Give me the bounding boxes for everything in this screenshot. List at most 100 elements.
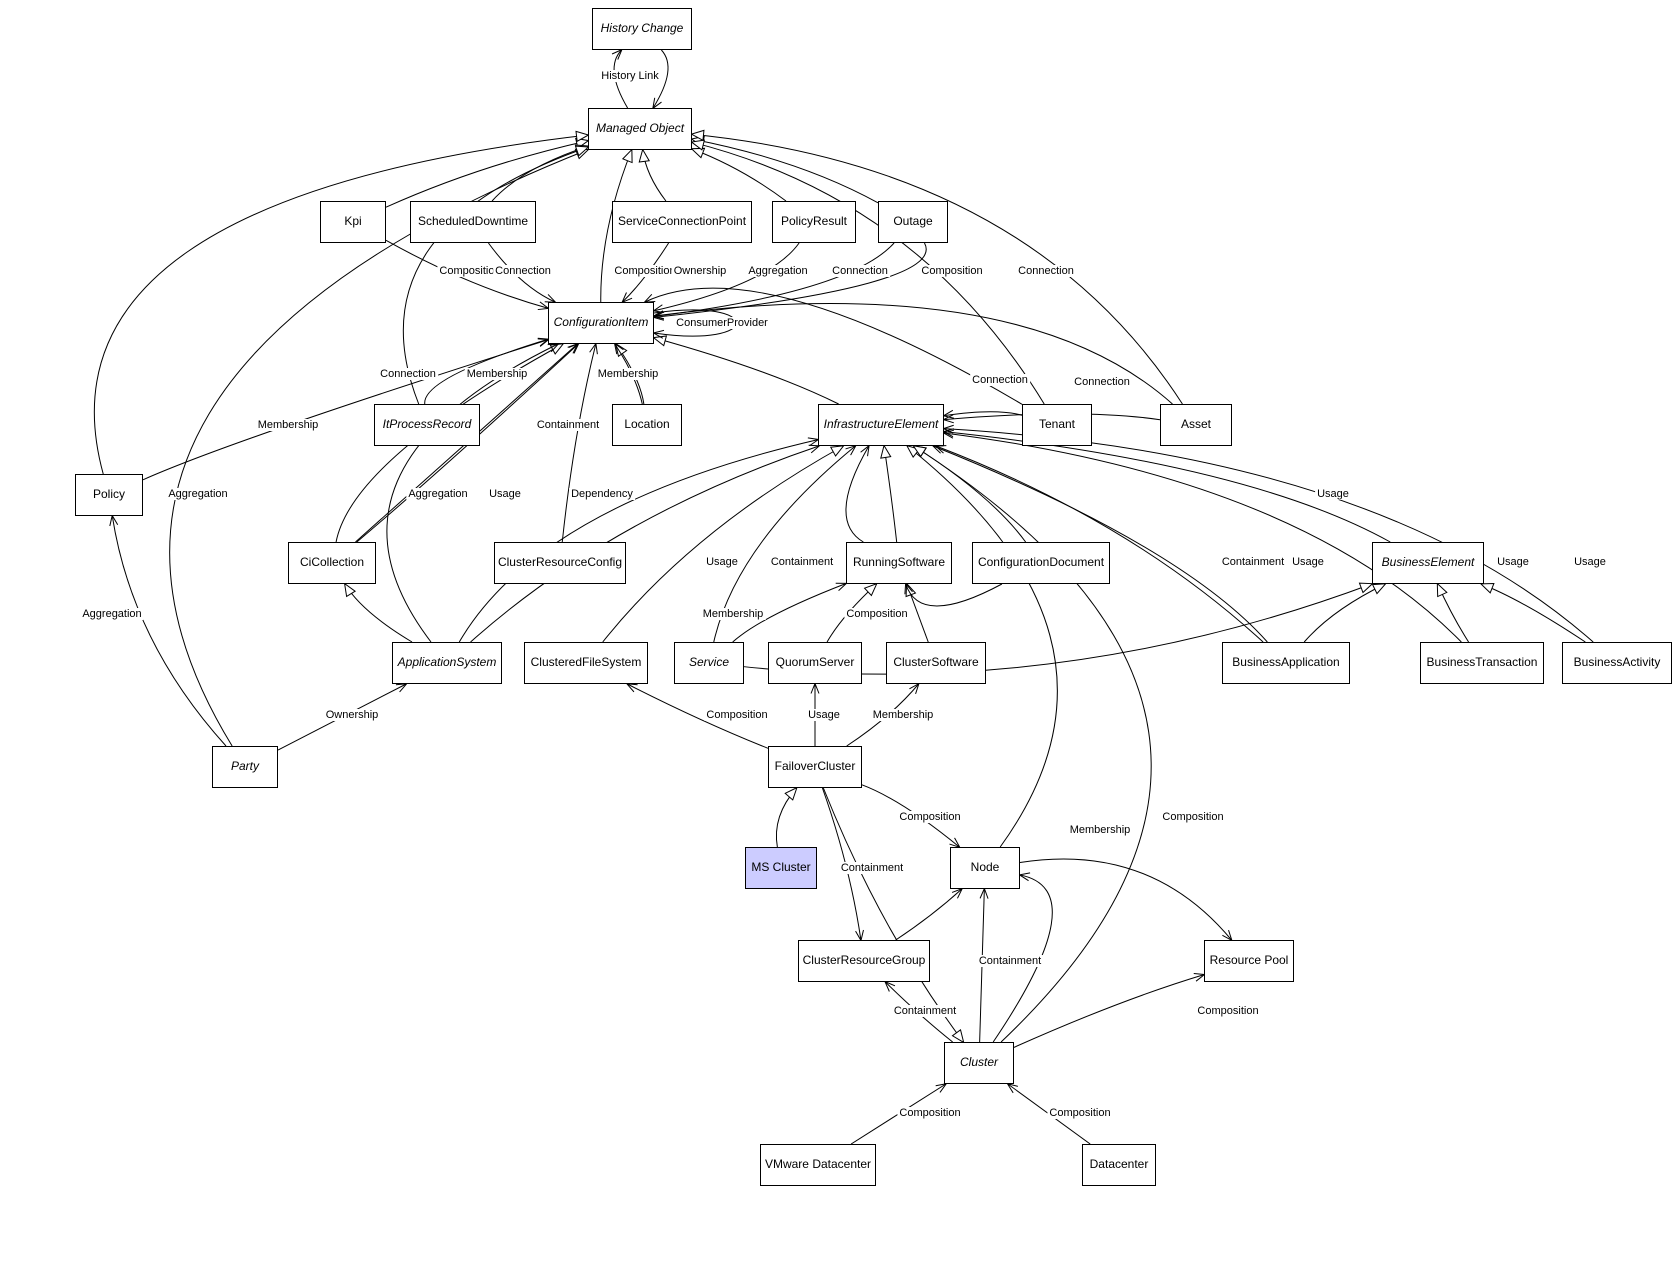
edge-business_application-infrastructure_element-usage [933,446,1268,643]
edge-label-connection: Connection [493,265,553,277]
node-application-system[interactable]: ApplicationSystem [392,642,502,684]
node-running-software[interactable]: RunningSoftware [846,542,952,584]
edge-label-containment: Containment [1219,556,1287,568]
edge-label-composition: Composition [437,265,503,277]
node-cluster[interactable]: Cluster [944,1042,1014,1084]
edge-failover_cluster-node-composition [861,784,959,847]
edge-label-usage: Usage [487,488,523,500]
edge-label-consumerprovider: ConsumerProvider [674,317,770,329]
node-cluster-resource-config[interactable]: ClusterResourceConfig [494,542,626,584]
edge-configuration_document-infrastructure_element [914,446,1027,543]
edge-label-connection: Connection [1072,376,1132,388]
node-cluster-resource-group[interactable]: ClusterResourceGroup [798,940,930,982]
node-vmware-datacenter[interactable]: VMware Datacenter [760,1144,876,1186]
edge-label-usage: Usage [1572,556,1608,568]
edge-label-connection: Connection [970,374,1030,386]
edge-asset-configuration_item-connection [654,303,1173,405]
node-datacenter[interactable]: Datacenter [1082,1144,1156,1186]
edge-asset-managed_object [692,134,1183,405]
edge-clustered_file_system-infrastructure_element [602,446,843,643]
edge-label-connection: Connection [378,368,438,380]
node-quorum-server[interactable]: QuorumServer [768,642,862,684]
node-service[interactable]: Service [674,642,744,684]
edge-label-containment: Containment [534,419,602,431]
node-business-transaction[interactable]: BusinessTransaction [1420,642,1544,684]
edge-service-running_software-membership [732,584,846,643]
node-history-change[interactable]: History Change [592,8,692,50]
edge-label-membership: Membership [1067,824,1133,836]
edge-policy-configuration_item-aggregation [142,340,548,481]
edge-failover_cluster-cluster [822,787,963,1042]
edge-label-usage: Usage [1290,556,1326,568]
edge-label-containment: Containment [838,862,906,874]
edge-outage-managed_object [692,139,879,204]
edge-failover_cluster-clustered_file_system-composition [627,684,769,749]
node-business-activity[interactable]: BusinessActivity [1562,642,1672,684]
node-failover-cluster[interactable]: FailoverCluster [768,746,862,788]
edge-label-aggregation: Aggregation [406,488,470,500]
edge-kpi-managed_object [385,141,588,208]
edge-label-membership: Membership [464,368,530,380]
node-configuration-item[interactable]: ConfigurationItem [548,302,654,344]
edge-scheduled_downtime-managed_object [491,146,588,202]
edge-label-ownership: Ownership [671,265,729,277]
node-asset[interactable]: Asset [1160,404,1232,446]
edge-running_software-infrastructure_element [884,446,898,543]
edge-label-composition: Composition [919,265,985,277]
node-ms-cluster[interactable]: MS Cluster [745,847,817,889]
node-configuration-document[interactable]: ConfigurationDocument [972,542,1110,584]
node-ci-collection[interactable]: CiCollection [288,542,376,584]
edge-outage-configuration_item-composition [654,242,927,317]
node-tenant[interactable]: Tenant [1022,404,1092,446]
node-kpi[interactable]: Kpi [320,201,386,243]
edge-label-composition: Composition [1047,1107,1113,1119]
edge-label-composition: Composition [897,1107,963,1119]
edge-cluster-resource_pool-composition [1013,975,1204,1048]
edge-label-connection: Connection [1016,265,1076,277]
edge-ci_collection-configuration_item-aggregation [356,344,578,543]
edge-label-usage: Usage [806,709,842,721]
node-business-application[interactable]: BusinessApplication [1222,642,1350,684]
node-location[interactable]: Location [612,404,682,446]
edge-business_application-business_element [1303,584,1385,643]
edge-cluster-node-membership [992,875,1053,1043]
edge-label-usage: Usage [1315,488,1351,500]
edge-business_activity-business_element [1481,584,1586,643]
node-managed-object[interactable]: Managed Object [588,108,692,150]
node-it-process-record[interactable]: ItProcessRecord [374,404,480,446]
edge-policy_result-configuration_item-aggregation [654,242,800,311]
edge-business_element-infrastructure_element-usage [944,432,1391,543]
edge-infrastructure_element-configuration_item [654,338,839,405]
node-policy[interactable]: Policy [75,474,143,516]
edge-label-membership: Membership [870,709,936,721]
edge-running_software-infrastructure_element-containment [845,446,869,543]
edge-party-policy-aggregation [112,516,227,747]
edge-label-usage: Usage [1495,556,1531,568]
edge-label-membership: Membership [700,608,766,620]
edge-label-composition: Composition [704,709,770,721]
node-resource-pool[interactable]: Resource Pool [1204,940,1294,982]
node-service-connection-point[interactable]: ServiceConnectionPoint [612,201,752,243]
edge-policy-managed_object [93,135,588,475]
node-clustered-file-system[interactable]: ClusteredFileSystem [524,642,648,684]
node-scheduled-downtime[interactable]: ScheduledDowntime [410,201,536,243]
node-party[interactable]: Party [212,746,278,788]
edge-cluster_resource_group-node [895,889,962,941]
edge-label-usage: Usage [704,556,740,568]
edge-label-membership: Membership [255,419,321,431]
edge-label-composition: Composition [1160,811,1226,823]
edge-service_connection_point-managed_object [643,150,667,202]
edge-label-containment: Containment [768,556,836,568]
node-policy-result[interactable]: PolicyResult [772,201,856,243]
node-business-element[interactable]: BusinessElement [1372,542,1484,584]
node-cluster-software[interactable]: ClusterSoftware [886,642,986,684]
edge-ms_cluster-failover_cluster [775,788,796,848]
edge-configuration_item-managed_object [600,150,632,303]
node-infrastructure-element[interactable]: InfrastructureElement [818,404,944,446]
edge-application_system-infrastructure_element-usage [458,440,818,643]
edge-label-composition: Composition [612,265,678,277]
node-outage[interactable]: Outage [878,201,948,243]
node-node[interactable]: Node [950,847,1020,889]
